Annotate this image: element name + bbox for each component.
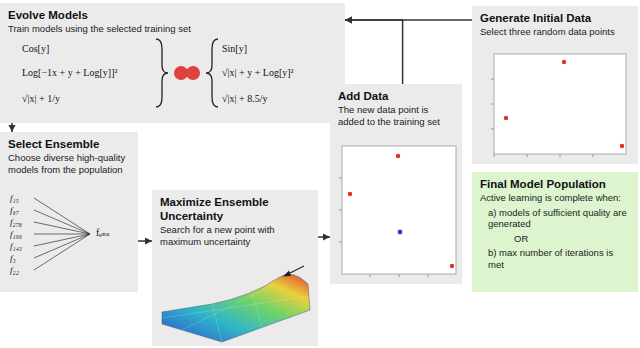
box-title: Maximize Ensemble Uncertainty bbox=[160, 195, 310, 223]
box-text: b) max number of iterations is met bbox=[488, 247, 630, 270]
box-text: OR bbox=[514, 233, 630, 245]
box-title: Generate Initial Data bbox=[480, 11, 630, 25]
box-text: Choose diverse high-quality models from … bbox=[8, 152, 130, 175]
process-box: Select EnsembleChoose diverse high-quali… bbox=[0, 132, 138, 292]
uncertainty-surface bbox=[152, 262, 318, 344]
formula: Log[−1x + y + Log[y]]² bbox=[22, 67, 117, 79]
model-name: f₂₂ bbox=[10, 264, 19, 276]
flow-arrow bbox=[318, 234, 330, 241]
model-name: f₂₇₈ bbox=[10, 216, 22, 228]
process-box: Add DataThe new data point is added to t… bbox=[330, 84, 462, 284]
box-text: Search for a new point with maximum unce… bbox=[160, 224, 310, 247]
ensemble-name: fₑₙₛ bbox=[96, 227, 110, 239]
process-box: Maximize Ensemble UncertaintySearch for … bbox=[152, 190, 318, 346]
box-text: Select three random data points bbox=[480, 26, 630, 38]
model-name: f₁₅ bbox=[10, 192, 19, 204]
formula: √|x| + 8.5/y bbox=[222, 93, 267, 105]
formula: √|x| + y + Log[y]² bbox=[222, 67, 294, 79]
formula: √|x| + 1/y bbox=[22, 93, 60, 105]
model-name: f₃ bbox=[10, 252, 16, 264]
process-box: Evolve ModelsTrain models using the sele… bbox=[0, 3, 345, 123]
result-box: Final Model PopulationActive learning is… bbox=[472, 172, 638, 292]
model-name: f₁₉₉ bbox=[10, 228, 22, 240]
box-title: Add Data bbox=[338, 89, 454, 103]
flow-arrow bbox=[345, 17, 403, 85]
formula: Sin[y] bbox=[222, 43, 247, 55]
model-name: f₉₇ bbox=[10, 204, 19, 216]
box-text: a) models of sufficient quality are gene… bbox=[488, 207, 630, 230]
box-title: Final Model Population bbox=[480, 177, 630, 191]
box-title: Evolve Models bbox=[8, 8, 337, 22]
model-name: f₁₄₃ bbox=[10, 240, 22, 252]
box-text: The new data point is added to the train… bbox=[338, 104, 454, 127]
box-title: Select Ensemble bbox=[8, 137, 130, 151]
box-text: Active learning is complete when: bbox=[480, 192, 630, 204]
box-text: Train models using the selected training… bbox=[8, 23, 337, 35]
process-box: Generate Initial DataSelect three random… bbox=[472, 6, 638, 164]
flow-arrow bbox=[138, 238, 152, 245]
flow-arrow bbox=[9, 123, 16, 132]
formula: Cos[y] bbox=[22, 43, 49, 55]
